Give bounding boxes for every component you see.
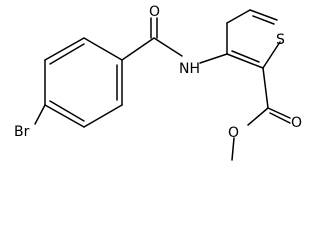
atom-label-ester-oxygen: O	[228, 125, 239, 141]
amide-group	[121, 17, 228, 64]
o-methyl-bond	[231, 137, 235, 161]
thiophene-bond	[226, 9, 251, 24]
ring-inner-double-bond	[49, 100, 85, 122]
thiophene-bond	[262, 41, 281, 69]
ester-oxygen-bond	[247, 107, 269, 126]
thiophene-bond	[226, 53, 264, 69]
ring-inner-double-bond	[49, 43, 85, 65]
atom-label-nh: NH	[179, 61, 200, 77]
thiophene-inner-double-bond	[231, 50, 260, 63]
carbonyl-nitrogen-bond	[153, 37, 183, 57]
ring-bond	[83, 37, 123, 61]
c-br-bond	[34, 104, 46, 125]
methyl-ester-group	[231, 67, 291, 161]
atom-label-amide-oxygen: O	[149, 4, 160, 20]
aryl-carbonyl-bond	[121, 37, 155, 61]
ring-bond	[44, 104, 85, 128]
ester-carbon-bond	[262, 67, 269, 109]
atom-label-sulfur: S	[276, 32, 285, 48]
atom-label-ester-carbonyl-oxygen: O	[291, 115, 302, 131]
nitrogen-thiophene-bond	[199, 53, 228, 64]
atom-label-bromine: Br	[14, 124, 30, 140]
thiophene-inner-double-bond	[252, 15, 275, 25]
thiophene-ring	[226, 9, 281, 69]
chemical-structure-diagram: O NH S Br O O	[14, 4, 302, 161]
bromophenyl-ring	[44, 37, 123, 128]
ester-carbonyl-double-bond	[269, 112, 291, 124]
thiophene-bond	[249, 9, 278, 21]
ring-bond	[44, 37, 85, 61]
ester-carbonyl-double-bond	[267, 107, 291, 119]
ring-bond	[83, 104, 123, 128]
